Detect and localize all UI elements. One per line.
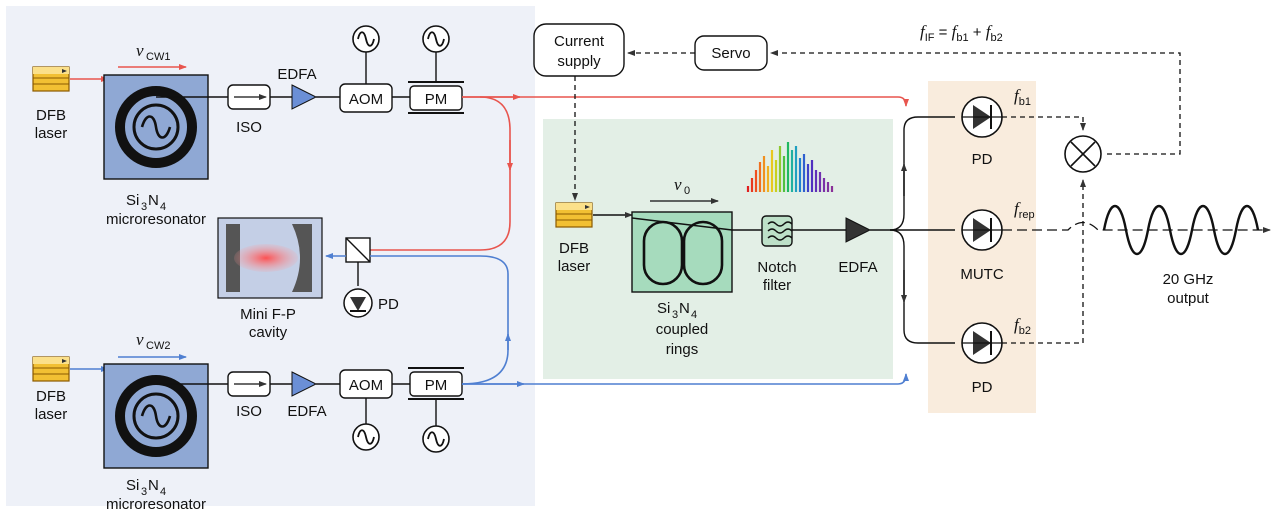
pm-top-box [409,85,463,111]
output-label-1: 20 GHz [1163,271,1214,288]
pd-top-label: PD [972,151,993,168]
fb1-label: fb1 [1014,86,1031,108]
coupled-ring-right [682,220,724,286]
red-path-to-pd-top [897,96,909,107]
rf-source-pm-top-icon [422,25,450,53]
sin-top-3: 3 [141,201,147,213]
edfa-center-label: EDFA [838,259,877,276]
rings-n: N [679,300,690,317]
rings-si: Si [657,300,670,317]
notch-filter-icon [767,221,793,241]
mixer-icon [1064,135,1102,173]
sin-bot-n: N [148,477,159,494]
coupled-rings-bus [631,217,733,231]
notch-label-2: filter [763,277,791,294]
blue-path-up-to-cavity [370,255,509,385]
dfb-bot-label-1: DFB [36,388,66,405]
red-path-down-to-cavity [366,96,511,251]
sin-top-n: N [148,192,159,209]
nu-cw1-symbol: ν [136,41,144,60]
photodiode-mutc [961,209,1003,251]
fp-cavity-beam [234,244,298,272]
rf-source-aom-bot-icon [352,423,380,451]
rings-label-2: coupled [656,321,709,338]
servo-label: Servo [711,45,750,62]
microresonator-top [104,75,208,179]
nu0-symbol: ν [674,175,682,194]
rings-label-3: rings [666,341,699,358]
iso-top-label: ISO [236,119,262,136]
edfa-top-triangle [291,84,318,110]
dfb-laser-top [32,66,70,92]
dfb-laser-center [555,202,593,228]
fif-equation: fIF = fb1 + fb2 [920,22,1003,44]
photodiode-bottom [961,322,1003,364]
fb2-to-mixer-dashed [1002,179,1086,344]
photodiode-fp [343,288,373,318]
pd-fp-label: PD [378,296,399,313]
edfa-bot-triangle [291,371,318,397]
sin-bot-si: Si [126,477,139,494]
fp-label-2: cavity [249,324,288,341]
fp-cavity-mirror-left [226,224,240,292]
rf-source-pm-bot-icon [422,425,450,453]
aom-bot-label: AOM [349,377,383,394]
dfb-mid-label-2: laser [558,258,591,275]
edfa-center-triangle [845,217,872,243]
current-supply-label-2: supply [557,53,601,70]
dfb-top-label-1: DFB [36,107,66,124]
pd-bot-label: PD [972,379,993,396]
rf-source-aom-top-icon [352,25,380,53]
pm-top-label: PM [425,91,448,108]
photodiode-top [961,96,1003,138]
nu0-subscript: 0 [684,185,690,197]
fp-label-1: Mini F-P [240,306,296,323]
notch-label-1: Notch [757,259,796,276]
aom-top-label: AOM [349,91,383,108]
fp-cavity-mirror-right [292,224,312,292]
microres-top-label: microresonator [106,211,206,228]
current-supply-label-1: Current [554,33,605,50]
dfb-bot-label-2: laser [35,406,68,423]
nu-cw1-subscript: CW1 [146,51,170,63]
blue-path-bottom-main [462,373,909,385]
rings-4: 4 [691,309,697,321]
output-label-2: output [1167,290,1210,307]
comb-spectrum-icon [746,142,834,192]
sin-bot-3: 3 [141,486,147,498]
frep-label: frep [1014,199,1035,221]
frep-output-dashed [1002,221,1271,233]
pm-bot-label: PM [425,377,448,394]
current-supply-box [533,23,625,77]
dfb-laser-bottom [32,356,70,382]
sin-bot-4: 4 [160,486,166,498]
mutc-label: MUTC [960,266,1003,283]
path-split-down [889,229,955,344]
sin-top-4: 4 [160,201,166,213]
dfb-mid-label-1: DFB [559,240,589,257]
rf-output-waveform [1102,205,1260,255]
nu-cw2-symbol: ν [136,330,144,349]
feedback-to-servo-dashed [770,50,1181,155]
edfa-bot-label: EDFA [287,403,326,420]
path-split-up [889,116,955,231]
dfb-top-label-2: laser [35,125,68,142]
sin-top-si: Si [126,192,139,209]
rings-3: 3 [672,309,678,321]
fb2-label: fb2 [1014,315,1031,337]
iso-bot-label: ISO [236,403,262,420]
edfa-top-label: EDFA [277,66,316,83]
beam-splitter-diagonal [345,237,371,263]
microres-bot-label: microresonator [106,496,206,512]
microresonator-bottom [104,364,208,468]
fb1-to-mixer-dashed [1002,116,1086,131]
nu-cw2-subscript: CW2 [146,340,170,352]
